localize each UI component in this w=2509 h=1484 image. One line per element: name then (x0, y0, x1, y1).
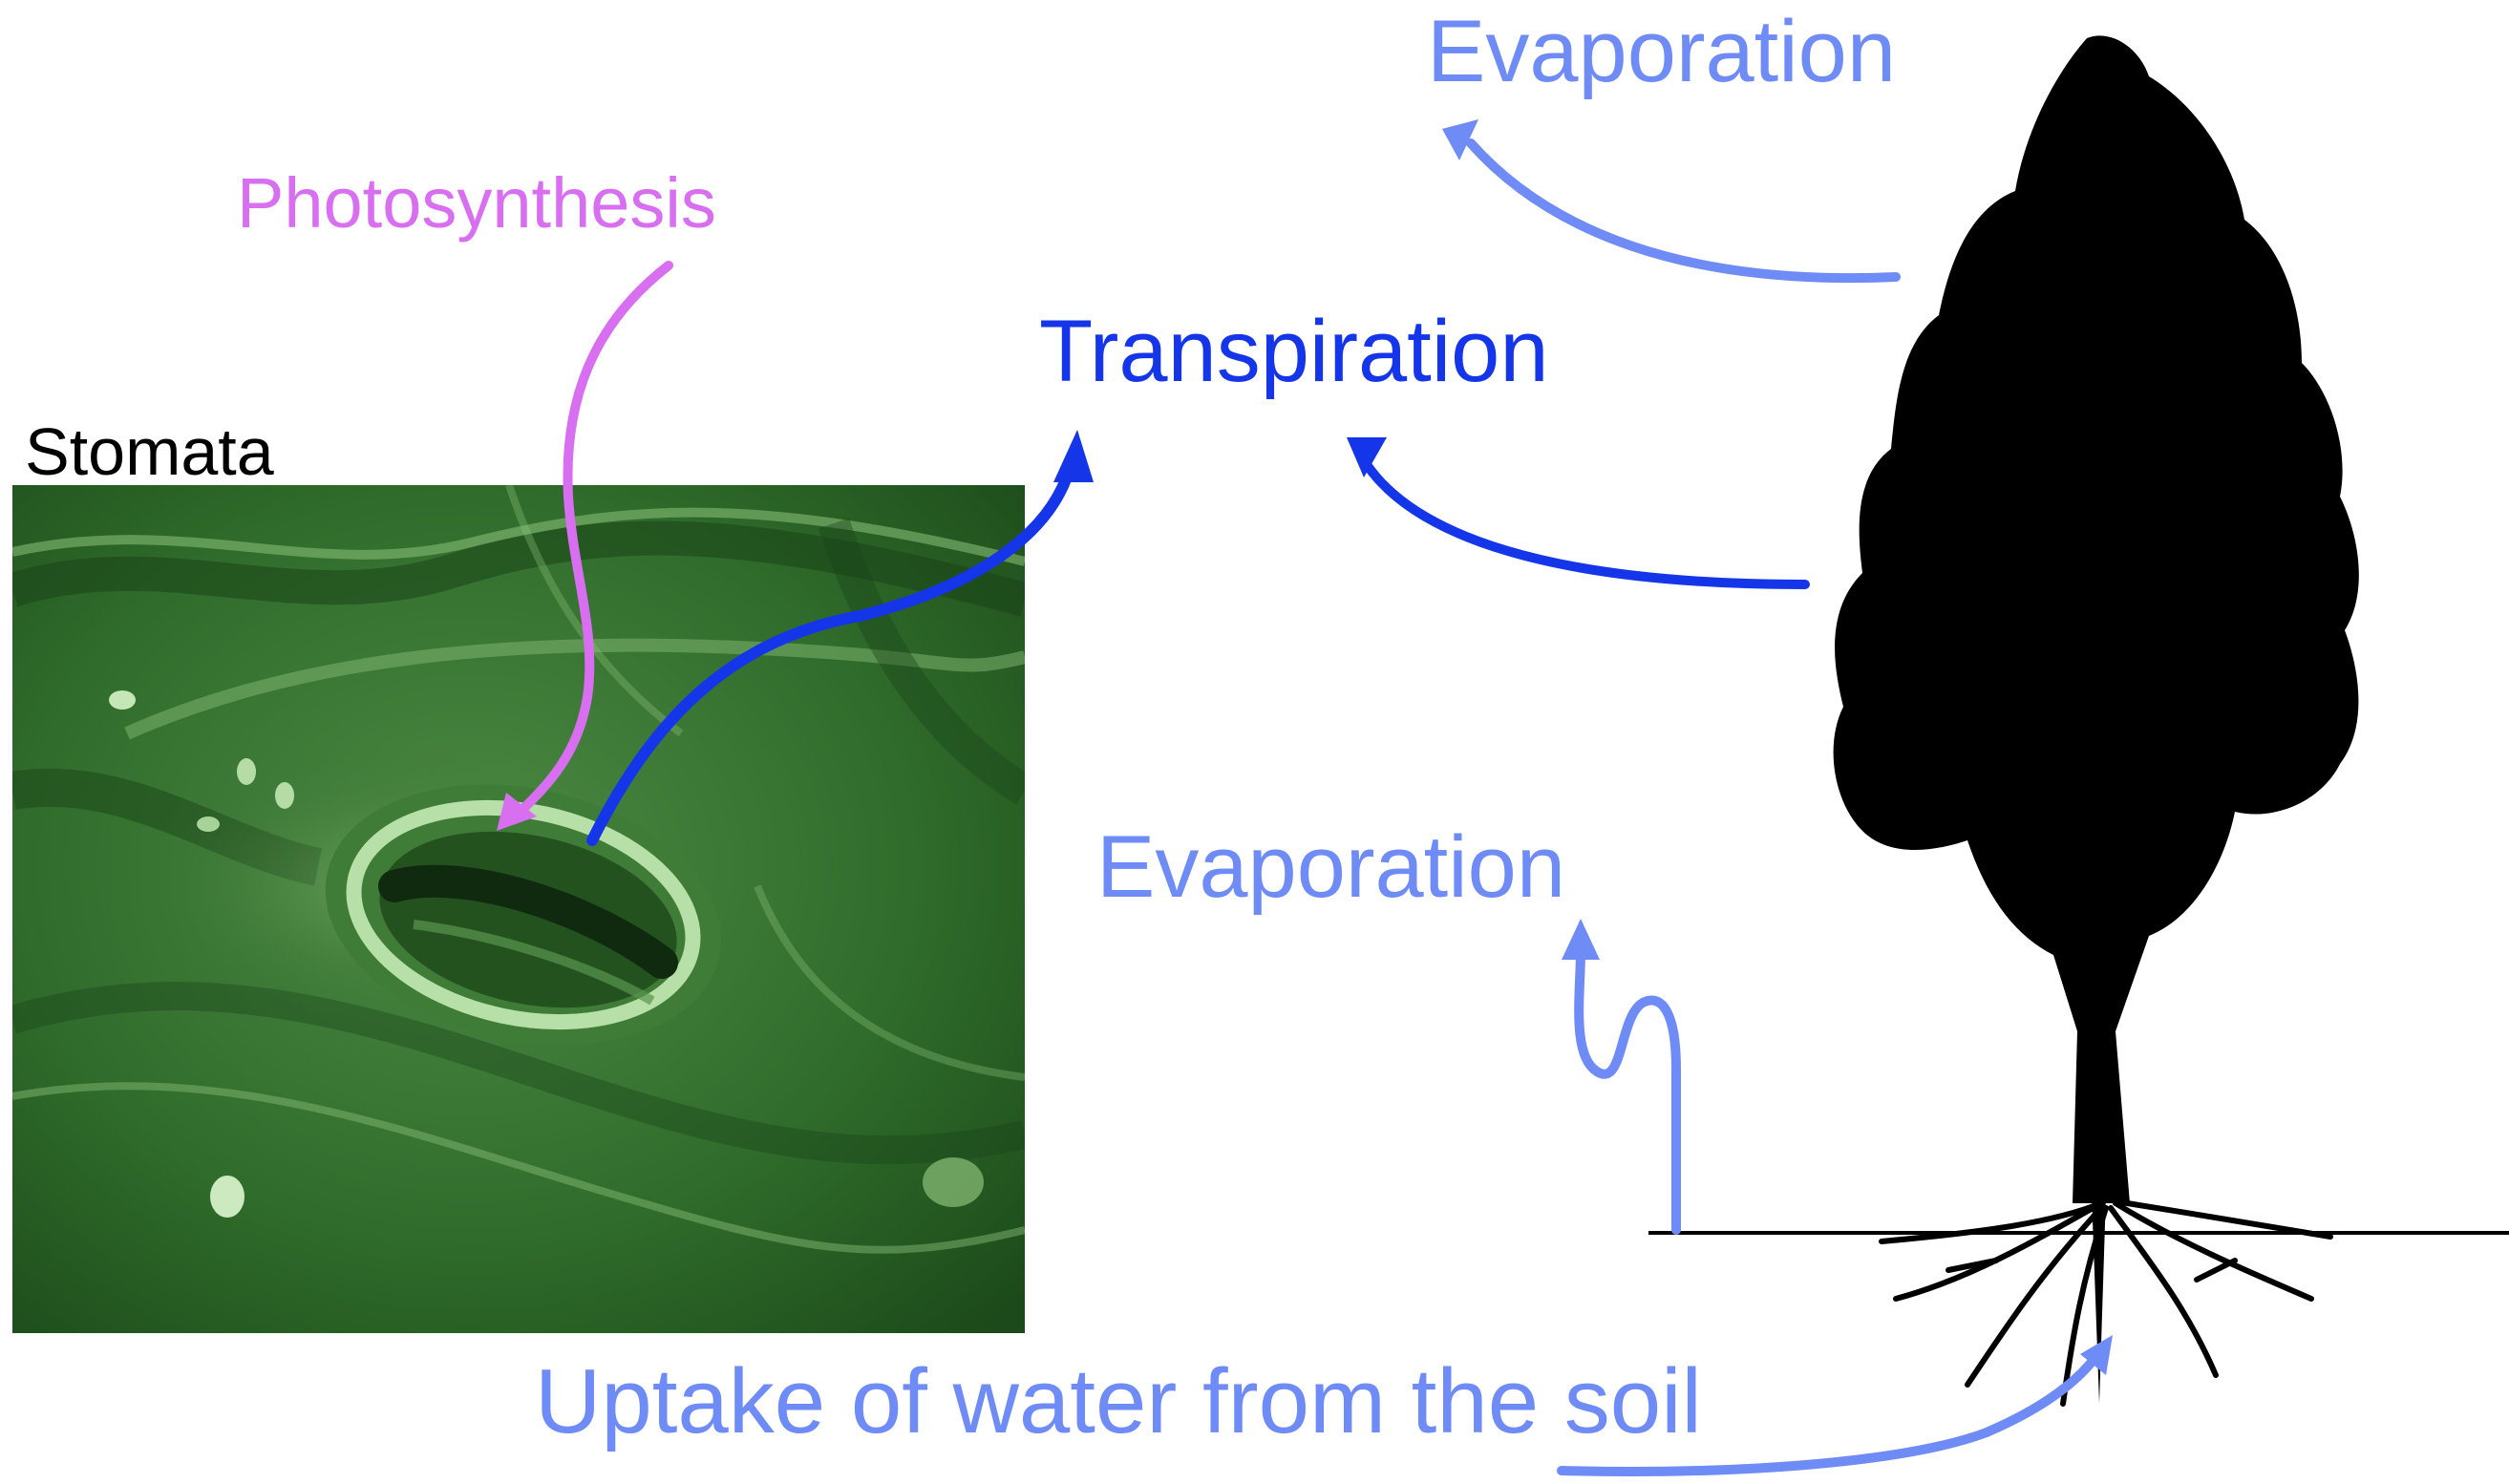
stomata-micrograph (12, 485, 1025, 1333)
transpiration-arrow-tree (1366, 463, 1805, 584)
photosynthesis-label: Photosynthesis (237, 168, 716, 239)
uptake-arrowhead (2080, 1335, 2113, 1375)
evaporation-arrowhead-top (1442, 119, 1478, 160)
transpiration-arrowhead-tree (1347, 437, 1387, 477)
transpiration-arrowhead-stoma (1053, 430, 1094, 482)
evaporation-arrowhead-ground (1562, 919, 1600, 960)
stomata-label: Stomata (25, 418, 274, 485)
tree-roots (1882, 1201, 2330, 1404)
evaporation-arrow-ground (1579, 950, 1676, 1230)
tree-silhouette (1834, 35, 2359, 1404)
transpiration-label: Transpiration (1039, 307, 1549, 395)
evaporation-arrow-top (1471, 143, 1896, 278)
stomata-micrograph-drawing (12, 485, 1025, 1333)
evaporation-label-top: Evaporation (1427, 8, 1896, 95)
uptake-label: Uptake of water from the soil (535, 1356, 1702, 1448)
evaporation-label-ground: Evaporation (1096, 823, 1565, 911)
